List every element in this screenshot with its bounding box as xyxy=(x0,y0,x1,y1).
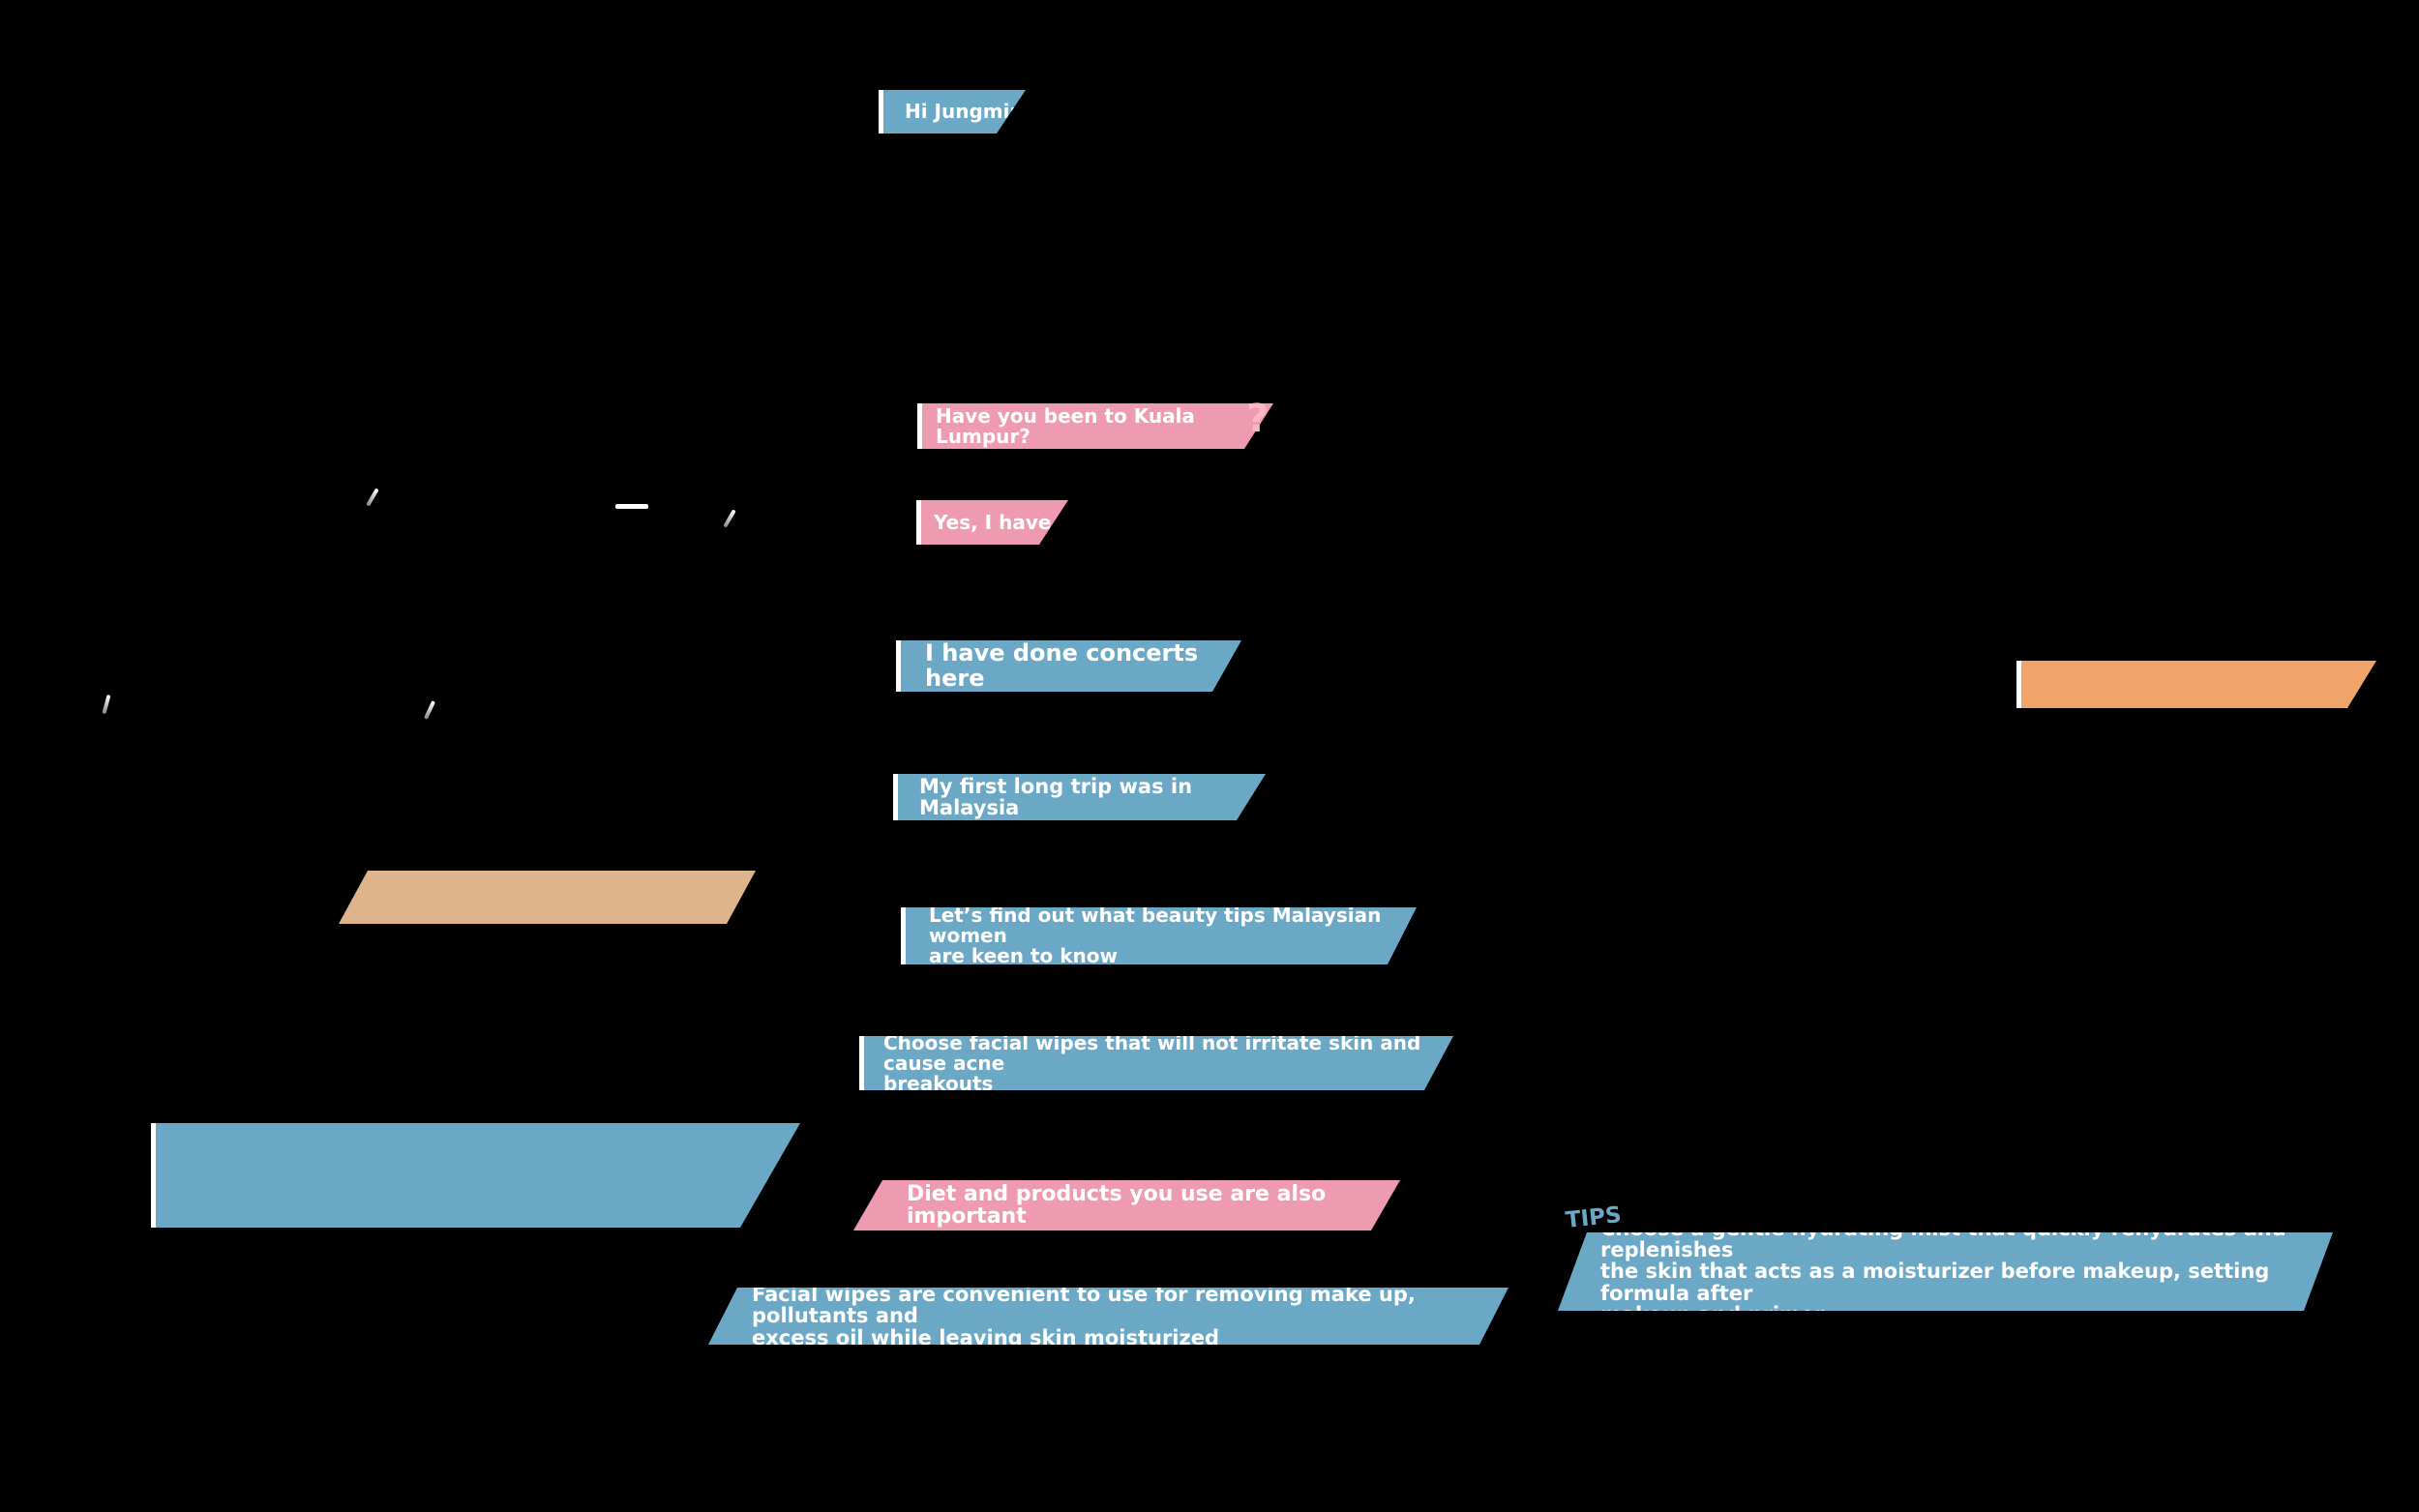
caption-answer: Yes, I have xyxy=(916,500,1068,545)
caption-facial-wipes-choice-text: Choose facial wipes that will not irrita… xyxy=(883,1030,1421,1095)
sparkle-icon xyxy=(723,509,736,528)
sparkle-icon xyxy=(102,694,111,715)
caption-tips-text: Choose a gentle hydrating mist that quic… xyxy=(1600,1217,2286,1326)
caption-question: Have you been to Kuala Lumpur? xyxy=(917,403,1273,449)
caption-concerts-text: I have done concerts here xyxy=(925,639,1199,692)
sparkle-icon xyxy=(423,700,436,720)
caption-greeting-text: Hi Jungmin xyxy=(905,100,1024,123)
caption-diet: Diet and products you use are also impor… xyxy=(853,1180,1400,1230)
caption-first-trip: My first long trip was in Malaysia xyxy=(893,774,1266,820)
caption-facial-wipes-choice: Choose facial wipes that will not irrita… xyxy=(859,1036,1453,1090)
decorative-tan-banner xyxy=(339,871,756,924)
decorative-orange-banner xyxy=(2016,661,2376,708)
tips-heading: TIPS xyxy=(1564,1202,1623,1233)
caption-question-text: Have you been to Kuala Lumpur? xyxy=(936,403,1195,448)
caption-concerts: I have done concerts here xyxy=(896,640,1241,692)
caption-greeting: Hi Jungmin xyxy=(879,90,1026,133)
sparkle-icon xyxy=(366,488,379,507)
decorative-blue-banner xyxy=(151,1123,800,1228)
caption-beauty-tips: Let’s find out what beauty tips Malaysia… xyxy=(901,907,1417,964)
caption-beauty-tips-text: Let’s find out what beauty tips Malaysia… xyxy=(929,904,1382,967)
caption-answer-text: Yes, I have xyxy=(934,510,1052,534)
caption-facial-wipes-benefit-text: Facial wipes are convenient to use for r… xyxy=(752,1283,1416,1349)
dash-mark xyxy=(615,504,648,509)
question-mark-icon: ? xyxy=(1246,397,1269,441)
caption-tips: Choose a gentle hydrating mist that quic… xyxy=(1558,1232,2333,1311)
caption-diet-text: Diet and products you use are also impor… xyxy=(907,1181,1327,1229)
caption-first-trip-text: My first long trip was in Malaysia xyxy=(919,774,1193,819)
caption-facial-wipes-benefit: Facial wipes are convenient to use for r… xyxy=(708,1288,1508,1345)
